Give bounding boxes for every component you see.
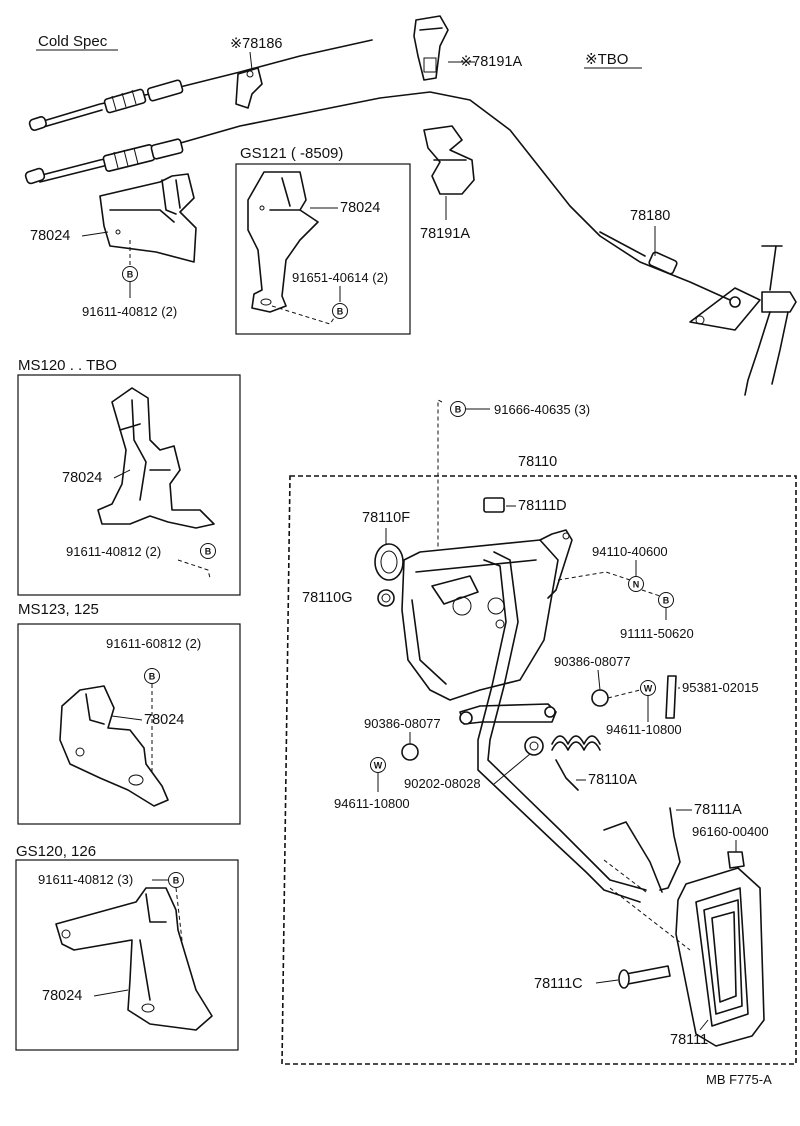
label-95381: 95381-02015	[682, 680, 759, 695]
ms120-box	[17, 374, 241, 596]
label-78024-ms120: 78024	[62, 470, 102, 486]
label-78191a: 78191A	[420, 226, 470, 242]
bolt-symbol-91666	[450, 401, 466, 417]
svg-text:N: N	[633, 580, 640, 590]
bolt-symbol-ms123	[144, 668, 160, 684]
spring-78110a-drawing	[551, 735, 601, 791]
bolt-symbol-91111	[658, 592, 674, 608]
svg-text:B: B	[173, 876, 180, 886]
bracket-78024-gs120-drawing	[55, 887, 213, 1031]
label-78110g: 78110G	[302, 590, 353, 606]
label-91611-ms120: 91611-40812 (2)	[66, 544, 161, 559]
ms120-header: MS120 . . TBO	[18, 357, 117, 374]
label-78024-gs120: 78024	[42, 988, 82, 1004]
bushing-90386-right-drawing	[591, 689, 609, 707]
cold-spec-cable-drawing	[28, 39, 373, 131]
label-94611-left: 94611-10800	[334, 796, 410, 811]
label-91666: 91666-40635 (3)	[494, 402, 590, 417]
main-throttle-cable-drawing	[24, 91, 797, 396]
label-90386-right: 90386-08077	[554, 654, 631, 669]
figure-reference: MB F775-A	[706, 1072, 772, 1087]
pin-78111c-drawing	[618, 965, 671, 989]
svg-text:B: B	[127, 270, 134, 280]
svg-text:B: B	[149, 672, 156, 682]
clamp-78191a-drawing	[423, 125, 475, 220]
nut-symbol-94110	[628, 576, 644, 592]
bracket-78024-ms123-drawing	[59, 685, 169, 807]
gs120-box	[15, 859, 239, 1051]
bushing-78110f-drawing	[374, 543, 404, 581]
svg-text:B: B	[455, 405, 462, 415]
label-91111: 91111-50620	[620, 626, 694, 641]
label-78191a-top: ※78191A	[460, 54, 522, 70]
bracket-78024-ms120-drawing	[97, 387, 215, 529]
label-78111d: 78111D	[518, 498, 567, 514]
washer-78110g-drawing	[377, 589, 395, 607]
bolt-symbol-gs121	[332, 303, 348, 319]
label-78110: 78110	[518, 454, 557, 470]
pin-95381-drawing	[665, 675, 677, 719]
gs120-header: GS120, 126	[16, 843, 96, 860]
label-78024-cold: 78024	[30, 228, 70, 244]
label-78111c: 78111C	[534, 976, 583, 992]
svg-text:B: B	[663, 596, 670, 606]
label-78110a: 78110A	[588, 772, 637, 788]
ms123-header: MS123, 125	[18, 601, 99, 618]
gs121-box	[235, 163, 411, 335]
stopper-78111d-drawing	[483, 497, 505, 513]
svg-text:B: B	[205, 547, 212, 557]
washer-90202-drawing	[524, 736, 544, 756]
label-91611-60812: 91611-60812 (2)	[106, 636, 201, 651]
label-91611-gs120: 91611-40812 (3)	[38, 872, 133, 887]
clamp-78191a-top-drawing	[413, 15, 475, 81]
assembly-78110-outline	[281, 475, 797, 1065]
label-78186: ※78186	[230, 36, 282, 52]
label-91611-cold: 91611-40812 (2)	[82, 304, 177, 319]
svg-text:W: W	[644, 684, 653, 694]
ms123-box	[17, 623, 241, 825]
label-78024-gs121: 78024	[340, 200, 380, 216]
svg-text:B: B	[337, 307, 344, 317]
label-91651: 91651-40614 (2)	[292, 270, 388, 285]
bolt-symbol-ms120	[200, 543, 216, 559]
svg-text:W: W	[374, 761, 383, 771]
washer-symbol-94611-right	[640, 680, 656, 696]
pedal-arm-drawing	[459, 551, 647, 903]
cold-spec-header: Cold Spec	[38, 33, 108, 50]
label-78110f: 78110F	[362, 510, 410, 526]
return-spring-78111a-drawing	[603, 807, 681, 893]
bracket-78024-gs121-drawing	[247, 171, 319, 313]
label-94110: 94110-40600	[592, 544, 668, 559]
bolt-symbol-cold	[122, 266, 138, 282]
label-78024-ms123: 78024	[144, 712, 184, 728]
label-78111: 78111	[670, 1032, 708, 1048]
bracket-78024-drawing	[99, 173, 197, 263]
bushing-90386-left-drawing	[401, 743, 419, 761]
label-78111a: 78111A	[694, 802, 742, 818]
gs121-header: GS121 ( -8509)	[240, 145, 343, 162]
label-90202: 90202-08028	[404, 776, 481, 791]
pedal-pad-78111-drawing	[675, 867, 765, 1047]
pedal-bracket-drawing	[401, 529, 573, 701]
nut-96160-drawing	[727, 851, 745, 869]
washer-symbol-94611-left	[370, 757, 386, 773]
bolt-symbol-gs120	[168, 872, 184, 888]
label-96160: 96160-00400	[692, 824, 769, 839]
label-78180: 78180	[630, 208, 670, 224]
label-94611-right: 94611-10800	[606, 722, 682, 737]
label-90386-left: 90386-08077	[364, 716, 441, 731]
tbo-header: ※TBO	[585, 51, 628, 68]
